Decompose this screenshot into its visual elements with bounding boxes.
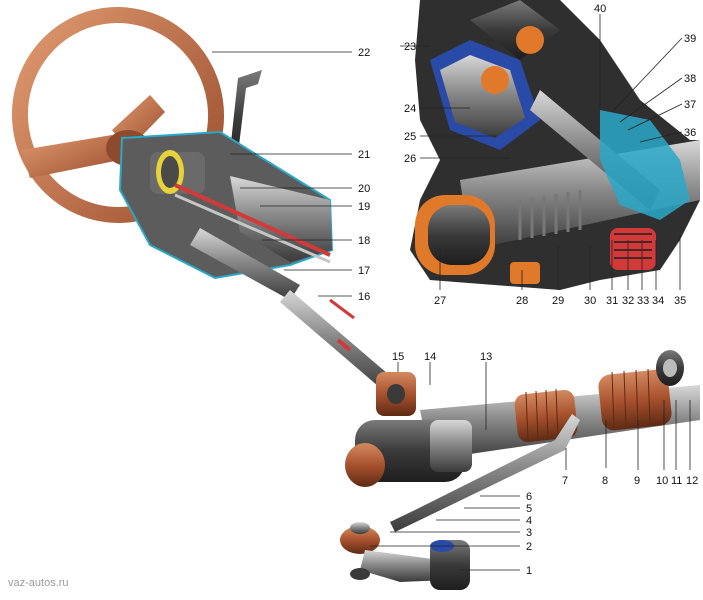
- callout-23: 23: [404, 41, 416, 53]
- callout-25: 25: [404, 131, 416, 143]
- callout-1: 1: [526, 565, 532, 577]
- intermediate-shaft: [280, 290, 395, 392]
- callout-37: 37: [684, 99, 696, 111]
- callout-6: 6: [526, 491, 532, 503]
- callout-39: 39: [684, 33, 696, 45]
- callout-38: 38: [684, 73, 696, 85]
- callout-labels: 22 21 20 19 18 17 16 23 24 25 26 27 28 2…: [358, 3, 698, 577]
- callout-35: 35: [674, 295, 686, 307]
- callout-4: 4: [526, 515, 532, 527]
- callout-2: 2: [526, 541, 532, 553]
- callout-29: 29: [552, 295, 564, 307]
- callout-31: 31: [606, 295, 618, 307]
- callout-8: 8: [602, 475, 608, 487]
- steering-wheel: [11, 7, 225, 223]
- rack-pinion-detail-cutaway: [410, 0, 700, 290]
- callout-17: 17: [358, 265, 370, 277]
- callout-7: 7: [562, 475, 568, 487]
- tie-rod: [390, 414, 580, 532]
- steering-column-housing: [118, 130, 334, 300]
- callout-14: 14: [424, 351, 436, 363]
- callout-16: 16: [358, 291, 370, 303]
- callout-5: 5: [526, 503, 532, 515]
- callout-27: 27: [434, 295, 446, 307]
- watermark: vaz-autos.ru: [8, 577, 69, 589]
- callout-3: 3: [526, 527, 532, 539]
- steering-arm: [340, 522, 470, 590]
- callout-13: 13: [480, 351, 492, 363]
- callout-9: 9: [634, 475, 640, 487]
- callout-24: 24: [404, 103, 416, 115]
- callout-33: 33: [637, 295, 649, 307]
- callout-22: 22: [358, 47, 370, 59]
- callout-11: 11: [671, 475, 682, 487]
- callout-26: 26: [404, 153, 416, 165]
- callout-18: 18: [358, 235, 370, 247]
- callout-12: 12: [686, 475, 698, 487]
- callout-20: 20: [358, 183, 370, 195]
- leader-lines: [212, 14, 691, 571]
- callout-10: 10: [656, 475, 668, 487]
- steering-rack: [345, 350, 700, 487]
- callout-40: 40: [594, 3, 606, 15]
- callout-19: 19: [358, 201, 370, 213]
- callout-36: 36: [684, 127, 696, 139]
- callout-28: 28: [516, 295, 528, 307]
- callout-30: 30: [584, 295, 596, 307]
- callout-34: 34: [652, 295, 664, 307]
- callout-32: 32: [622, 295, 634, 307]
- callout-15: 15: [392, 351, 404, 363]
- callout-21: 21: [358, 149, 370, 161]
